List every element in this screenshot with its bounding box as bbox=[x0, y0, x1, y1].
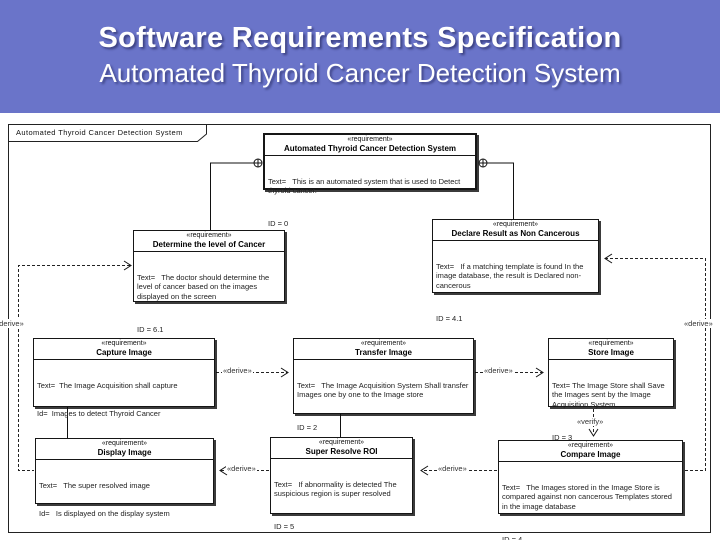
requirement-id: ID = 3 bbox=[552, 432, 573, 442]
box-body: Text= If abnormality is detected The sus… bbox=[271, 459, 412, 540]
requirement-text: Text= The Images stored in the Image Sto… bbox=[502, 482, 675, 511]
box-header: «requirement» Display Image bbox=[36, 439, 213, 461]
slide-subtitle: Automated Thyroid Cancer Detection Syste… bbox=[99, 58, 621, 88]
frame-tab bbox=[8, 124, 207, 142]
arrowhead bbox=[280, 367, 289, 378]
requirement-name: Determine the level of Cancer bbox=[152, 240, 266, 250]
requirement-box-store: «requirement» Store Image Text= The Imag… bbox=[548, 338, 674, 442]
requirement-id: ID = 2 bbox=[297, 423, 318, 433]
slide-header: Software Requirements Specification Auto… bbox=[0, 0, 720, 113]
box-body: Text= The Image Acquisition shall captur… bbox=[34, 360, 214, 472]
connector-system-determine bbox=[210, 162, 254, 230]
connector-derive-left bbox=[18, 265, 130, 471]
stereotype-label: «requirement» bbox=[347, 136, 393, 143]
derive-label: «derive» bbox=[226, 464, 257, 473]
composite-icon bbox=[478, 158, 488, 168]
box-body: Text= The Image Store shall Save the Ima… bbox=[549, 360, 673, 463]
stereotype-label: «requirement» bbox=[101, 340, 147, 347]
requirement-text: Text= The Image Acquisition shall captur… bbox=[37, 380, 178, 390]
box-header: «requirement» Determine the level of Can… bbox=[134, 231, 284, 253]
verify-label: «verify» bbox=[576, 417, 605, 426]
stereotype-label: «requirement» bbox=[360, 340, 407, 347]
connector-derive-right bbox=[605, 258, 706, 471]
requirement-box-determine: «requirement» Determine the level of Can… bbox=[133, 230, 285, 334]
arrowhead bbox=[219, 465, 228, 476]
requirement-name: Declare Result as Non Cancerous bbox=[451, 229, 580, 239]
slide-title: Software Requirements Specification bbox=[98, 22, 622, 54]
box-body: Text= This is an automated system that i… bbox=[265, 156, 475, 249]
derive-label: «derive» bbox=[437, 464, 468, 473]
arrowhead bbox=[420, 465, 429, 476]
requirement-name: Display Image bbox=[97, 448, 152, 458]
requirement-name: Compare Image bbox=[560, 450, 621, 460]
box-header: «requirement» Automated Thyroid Cancer D… bbox=[265, 135, 475, 157]
requirement-name: Transfer Image bbox=[355, 348, 412, 358]
connector-system-declare bbox=[487, 162, 514, 219]
requirement-box-capture: «requirement» Capture Image Text= The Im… bbox=[33, 338, 215, 451]
arrowhead bbox=[123, 260, 132, 271]
stereotype-label: «requirement» bbox=[567, 442, 614, 449]
box-body: Text= If a matching template is found In… bbox=[433, 241, 598, 344]
derive-label: «derive» bbox=[683, 319, 714, 328]
box-body: Text= The super resolved image Id= Is di… bbox=[36, 460, 213, 540]
requirement-text: Text= If a matching template is found In… bbox=[436, 261, 586, 290]
composite-icon bbox=[253, 158, 263, 168]
requirement-name: Capture Image bbox=[96, 348, 152, 358]
requirement-id: ID = 4.1 bbox=[436, 313, 463, 323]
arrowhead bbox=[535, 367, 544, 378]
derive-label: «derive» bbox=[222, 366, 253, 375]
arrowhead bbox=[604, 253, 613, 264]
derive-label: «derive» bbox=[483, 366, 514, 375]
requirement-text: Text= If abnormality is detected The sus… bbox=[274, 479, 399, 499]
box-header: «requirement» Capture Image bbox=[34, 339, 214, 361]
requirement-box-transfer: «requirement» Transfer Image Text= The I… bbox=[293, 338, 474, 432]
requirement-id: ID = 5 bbox=[274, 522, 295, 532]
box-body: Text= The Images stored in the Image Sto… bbox=[499, 462, 682, 540]
requirement-name: Automated Thyroid Cancer Detection Syste… bbox=[283, 144, 457, 154]
requirement-text: Id= Images to detect Thyroid Cancer bbox=[37, 409, 161, 419]
box-body: Text= The Image Acquisition System Shall… bbox=[294, 360, 473, 453]
requirement-box-system: «requirement» Automated Thyroid Cancer D… bbox=[263, 133, 477, 228]
requirement-box-compare: «requirement» Compare Image Text= The Im… bbox=[498, 440, 683, 540]
box-header: «requirement» Compare Image bbox=[499, 441, 682, 463]
requirement-text: Text= The Image Store shall Save the Ima… bbox=[552, 380, 667, 409]
box-header: «requirement» Declare Result as Non Canc… bbox=[433, 220, 598, 242]
requirement-name: Store Image bbox=[588, 348, 634, 358]
requirement-text: Text= The Image Acquisition System Shall… bbox=[297, 380, 471, 400]
stereotype-label: «requirement» bbox=[186, 232, 232, 239]
frame-tab-label: Automated Thyroid Cancer Detection Syste… bbox=[16, 128, 183, 137]
requirement-box-display: «requirement» Display Image Text= The su… bbox=[35, 438, 214, 518]
derive-label: «derive» bbox=[0, 319, 25, 328]
stereotype-label: «requirement» bbox=[588, 340, 634, 347]
stereotype-label: «requirement» bbox=[101, 440, 148, 447]
requirement-id: ID = 4 bbox=[502, 534, 523, 540]
requirement-text: Text= The super resolved image bbox=[39, 480, 150, 490]
requirement-box-declare: «requirement» Declare Result as Non Canc… bbox=[432, 219, 599, 323]
requirement-name: Super Resolve ROI bbox=[305, 447, 378, 457]
requirement-id: ID = 0 bbox=[268, 219, 289, 229]
box-header: «requirement» Transfer Image bbox=[294, 339, 473, 361]
stereotype-label: «requirement» bbox=[318, 439, 365, 446]
requirement-box-super-resolve: «requirement» Super Resolve ROI Text= If… bbox=[270, 437, 413, 531]
arrowhead bbox=[588, 428, 599, 437]
requirement-text: Text= This is an automated system that i… bbox=[268, 176, 463, 196]
requirement-id: ID = 6.1 bbox=[137, 324, 164, 334]
box-body: Text= The doctor should determine the le… bbox=[134, 252, 284, 355]
requirement-text: Text= The doctor should determine the le… bbox=[137, 272, 272, 301]
stereotype-label: «requirement» bbox=[492, 221, 539, 228]
requirement-text: Id= Is displayed on the display system bbox=[39, 509, 170, 519]
box-header: «requirement» Super Resolve ROI bbox=[271, 438, 412, 460]
box-header: «requirement» Store Image bbox=[549, 339, 673, 361]
